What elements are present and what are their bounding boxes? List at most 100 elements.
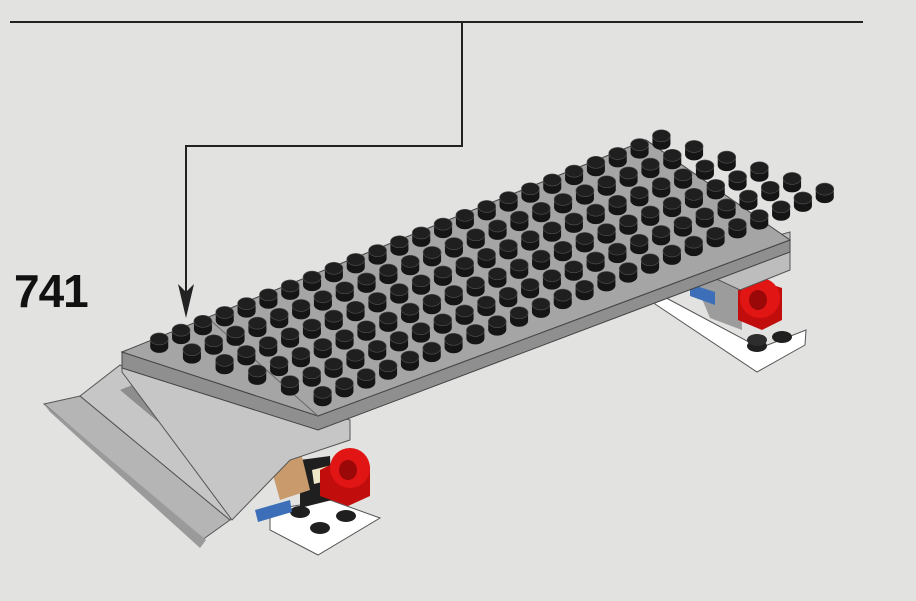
stud (651, 177, 671, 190)
stud (346, 253, 366, 266)
stud (400, 350, 420, 364)
stud (640, 205, 660, 219)
stud (466, 324, 485, 337)
stud (400, 254, 420, 268)
stud (597, 271, 616, 284)
stud (564, 212, 584, 226)
stud (619, 166, 638, 180)
stud (739, 189, 758, 203)
stud (651, 225, 671, 238)
stud (237, 345, 256, 358)
stud (269, 355, 289, 369)
stud (575, 184, 595, 197)
stud (652, 129, 671, 143)
stud (641, 157, 660, 171)
stud (706, 179, 726, 192)
stud (815, 182, 835, 196)
stud (553, 240, 573, 254)
stud (378, 311, 398, 325)
plate-studs (149, 129, 835, 407)
stud (749, 209, 769, 222)
stud (498, 286, 518, 300)
stud (630, 186, 649, 199)
stud (291, 346, 311, 360)
stud (728, 218, 747, 231)
stud (477, 247, 496, 261)
stud (542, 173, 562, 187)
stud (499, 191, 518, 204)
stud (302, 366, 322, 380)
stud (521, 182, 540, 196)
stud (422, 246, 442, 259)
stud (750, 161, 769, 175)
stud (629, 233, 649, 247)
stud (313, 338, 333, 351)
stud (368, 244, 387, 257)
stud (542, 221, 562, 235)
stud (597, 175, 617, 189)
stud (793, 191, 813, 205)
stud (509, 306, 529, 320)
stud (477, 200, 497, 213)
stud (564, 164, 584, 178)
stud (389, 283, 409, 296)
stud (411, 322, 431, 335)
stud (586, 203, 606, 217)
stud (520, 278, 540, 291)
red-bracket-left (320, 448, 370, 506)
stud (215, 353, 234, 367)
stud (149, 332, 169, 346)
stud (357, 272, 376, 286)
stud (433, 265, 453, 279)
stud (662, 148, 682, 162)
stud (455, 304, 474, 318)
stud (302, 318, 322, 332)
stud (444, 285, 464, 298)
stud (455, 256, 475, 270)
stud (324, 261, 344, 275)
stud (531, 297, 551, 311)
stud (771, 200, 791, 214)
stud (269, 307, 289, 321)
stud (662, 196, 682, 210)
stud (258, 336, 278, 349)
stud (411, 274, 431, 288)
stud (553, 193, 573, 206)
stud (346, 300, 365, 314)
stud (630, 138, 649, 151)
stud (433, 313, 453, 327)
stud (586, 155, 606, 169)
stud (510, 210, 529, 224)
stud (673, 216, 693, 229)
stud (193, 314, 213, 328)
stud (487, 315, 507, 328)
stud (640, 253, 660, 267)
stud (247, 364, 267, 378)
stud (586, 251, 605, 265)
stud (313, 290, 333, 303)
stud (248, 316, 267, 330)
stud (662, 244, 682, 258)
callout-line (10, 21, 863, 300)
stud (673, 168, 693, 182)
stud (608, 147, 628, 160)
stud (215, 306, 235, 319)
stud (171, 323, 191, 337)
stud (204, 334, 224, 348)
stud (182, 343, 202, 356)
stud (368, 292, 387, 305)
stud (760, 180, 780, 194)
stud (444, 332, 463, 346)
stud (455, 208, 475, 222)
stud (335, 281, 355, 295)
red-bracket-right (738, 278, 782, 330)
stud (335, 377, 354, 390)
stud (378, 359, 398, 373)
stud (782, 172, 802, 185)
stud (346, 348, 365, 362)
stud (684, 235, 704, 249)
stud (575, 279, 594, 293)
stud (324, 309, 344, 323)
stud (400, 302, 420, 316)
